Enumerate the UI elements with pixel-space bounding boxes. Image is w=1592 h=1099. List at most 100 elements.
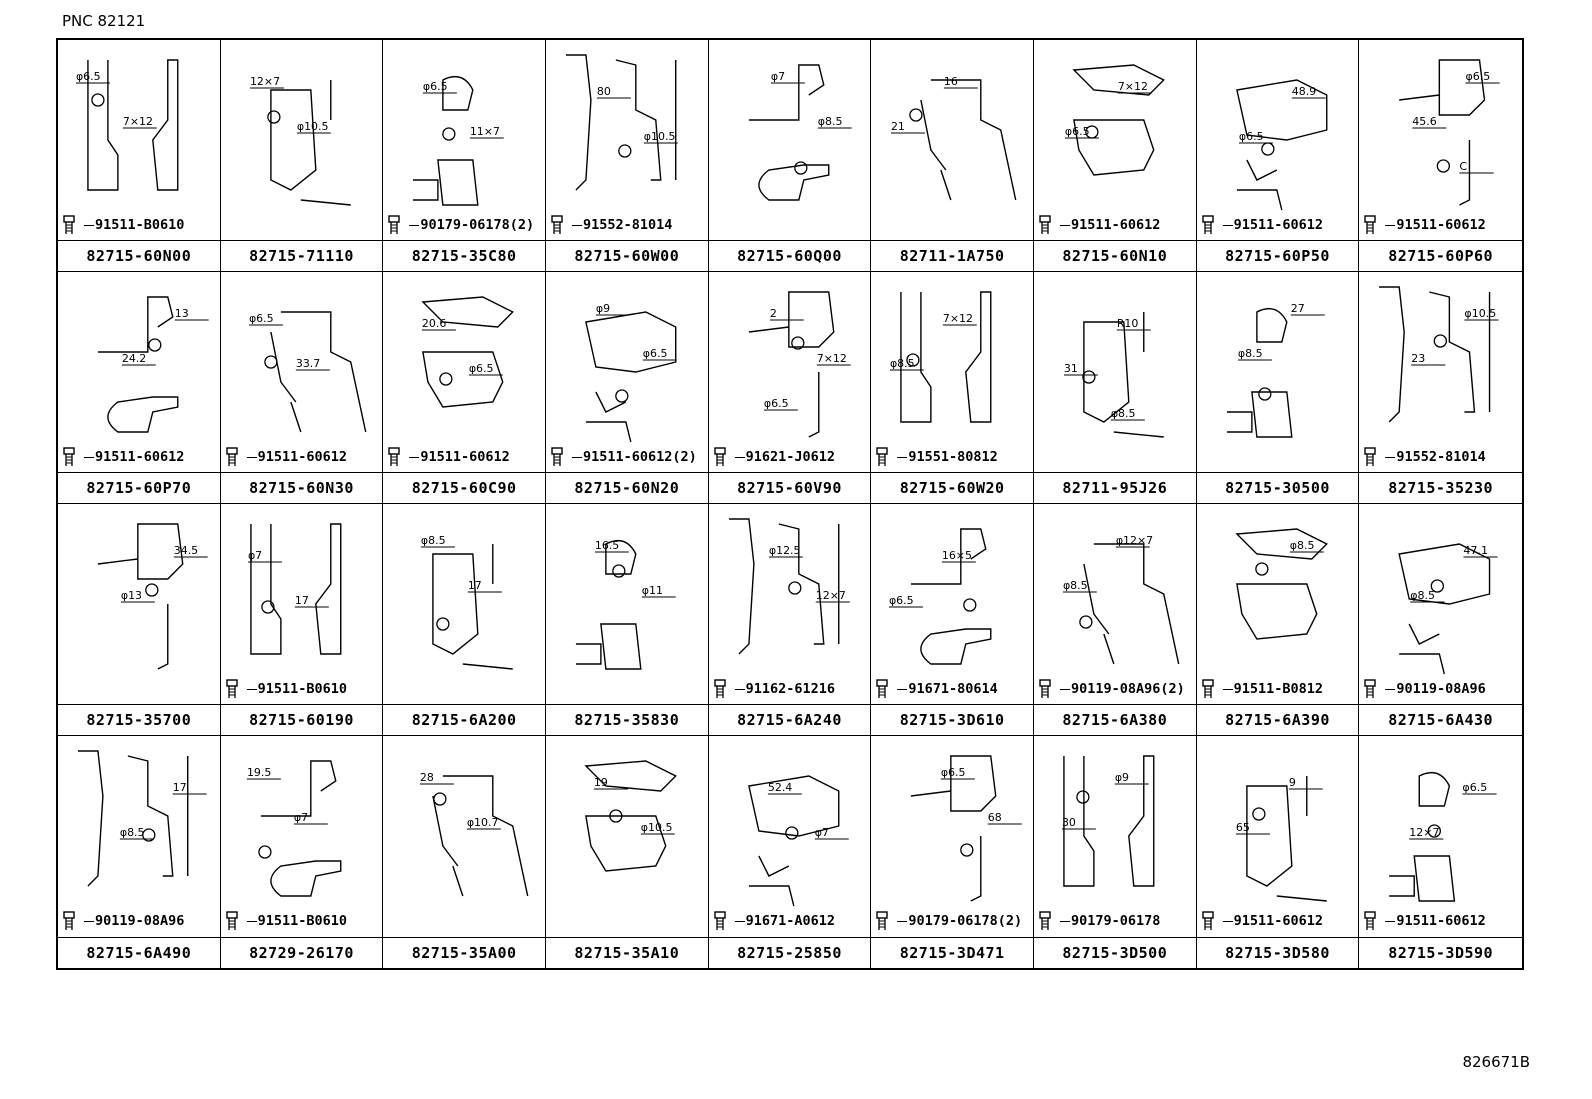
hardware-callout[interactable]: 91671-A0612 <box>713 910 835 932</box>
part-number[interactable]: 82711-95J26 <box>1034 472 1196 503</box>
hardware-callout[interactable]: 91511-60612 <box>62 446 184 468</box>
hardware-callout[interactable]: 91511-B0610 <box>62 214 184 236</box>
part-number[interactable]: 82715-6A240 <box>708 704 871 735</box>
part-number[interactable]: 82715-35A10 <box>546 937 708 968</box>
hardware-callout[interactable]: 90179-06178 <box>1038 910 1160 932</box>
part-number[interactable]: 82715-35A00 <box>383 937 545 968</box>
part-number[interactable]: 82715-60N10 <box>1034 240 1196 271</box>
part-number[interactable]: 82715-3D500 <box>1034 937 1196 968</box>
part-number[interactable]: 82715-60N20 <box>546 472 708 503</box>
part-number[interactable]: 82715-25850 <box>708 937 871 968</box>
hardware-callout[interactable]: 91511-60612 <box>1363 910 1486 932</box>
part-number[interactable]: 82715-6A390 <box>1196 704 1359 735</box>
hardware-callout[interactable]: 91671-80614 <box>875 678 998 700</box>
part-number[interactable]: 82715-60W00 <box>546 240 708 271</box>
part-number[interactable]: 82715-60W20 <box>871 472 1033 503</box>
part-number[interactable]: 82715-3D590 <box>1359 937 1522 968</box>
part-number[interactable]: 82715-6A490 <box>58 937 220 968</box>
part-number[interactable]: 82715-60190 <box>220 704 383 735</box>
part-number[interactable]: 82715-6A430 <box>1359 704 1522 735</box>
part-number[interactable]: 82715-35C80 <box>383 240 545 271</box>
part-number[interactable]: 82715-35230 <box>1359 472 1522 503</box>
part-number[interactable]: 82715-3D471 <box>871 937 1033 968</box>
hardware-callout[interactable]: 91511-60612 <box>387 446 510 468</box>
part-number[interactable]: 82729-26170 <box>220 937 383 968</box>
part-number[interactable]: 82715-3D580 <box>1196 937 1359 968</box>
part-number[interactable]: 82715-3D610 <box>871 704 1033 735</box>
hardware-callout[interactable]: 90119-08A96(2) <box>1038 678 1185 700</box>
part-number[interactable]: 82715-71110 <box>220 240 383 271</box>
part-number[interactable]: 82715-60C90 <box>383 472 545 503</box>
hardware-callout[interactable]: 91511-60612 <box>1038 214 1160 236</box>
part-number[interactable]: 82715-60P60 <box>1359 240 1522 271</box>
part-number[interactable]: 82715-60N30 <box>220 472 383 503</box>
part-number[interactable]: 82715-6A380 <box>1034 704 1196 735</box>
part-number[interactable]: 82715-60V90 <box>708 472 871 503</box>
hardware-callout[interactable]: 90179-06178(2) <box>387 214 534 236</box>
hardware-callout[interactable]: 91511-60612(2) <box>550 446 697 468</box>
hardware-callout[interactable]: 91552-81014 <box>1363 446 1486 468</box>
hardware-callout[interactable]: 91551-80812 <box>875 446 998 468</box>
part-number[interactable]: 82715-35700 <box>58 704 220 735</box>
part-number[interactable]: 82715-60P50 <box>1196 240 1359 271</box>
hardware-callout[interactable]: 91511-60612 <box>1201 910 1323 932</box>
hardware-callout[interactable]: 91511-B0610 <box>225 678 347 700</box>
hardware-callout[interactable]: 91511-B0610 <box>225 910 347 932</box>
hardware-callout[interactable]: 91511-60612 <box>1363 214 1486 236</box>
hardware-callout[interactable]: 90119-08A96 <box>62 910 184 932</box>
part-number[interactable]: 82715-60Q00 <box>708 240 871 271</box>
part-number[interactable]: 82711-1A750 <box>871 240 1033 271</box>
part-number[interactable]: 82715-30500 <box>1196 472 1359 503</box>
part-number[interactable]: 82715-35830 <box>546 704 708 735</box>
mounting-hole <box>433 792 447 806</box>
part-number[interactable]: 82715-60P70 <box>58 472 220 503</box>
hardware-callout[interactable]: 91511-B0812 <box>1201 678 1323 700</box>
part-number[interactable]: 82715-60N00 <box>58 240 220 271</box>
hardware-callout[interactable]: 91511-60612 <box>1201 214 1323 236</box>
part-number[interactable]: 82715-6A200 <box>383 704 545 735</box>
hardware-callout[interactable]: 90119-08A96 <box>1363 678 1486 700</box>
hardware-callout[interactable]: 91552-81014 <box>550 214 672 236</box>
hardware-callout[interactable]: 91511-60612 <box>225 446 347 468</box>
hardware-callout[interactable]: 91162-61216 <box>713 678 835 700</box>
hardware-callout[interactable]: 90179-06178(2) <box>875 910 1022 932</box>
hardware-callout[interactable]: 91621-J0612 <box>713 446 835 468</box>
